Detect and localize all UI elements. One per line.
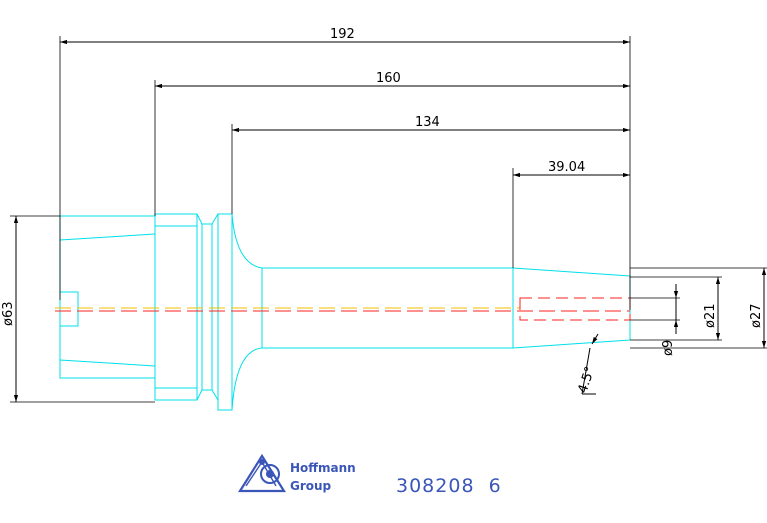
dimension-192-label: 192 — [330, 27, 355, 42]
dimension-dia-21-label: ø21 — [703, 304, 718, 329]
dimension-160: 160 — [154, 71, 630, 216]
part-number: 308208 6 — [396, 475, 502, 497]
dimension-dia-9: ø9 — [630, 284, 680, 356]
dimension-192: 192 — [59, 27, 631, 310]
dimension-dia-63: ø63 — [1, 215, 155, 403]
dimension-dia-27: ø27 — [630, 267, 767, 349]
logo-line1: Hoffmann — [290, 461, 356, 475]
hoffmann-group-logo: Hoffmann Group — [238, 453, 356, 493]
center-axis — [55, 297, 631, 321]
hoffmann-triangle-icon — [238, 453, 286, 493]
dimension-39-04: 39.04 — [512, 160, 630, 268]
dimension-134-label: 134 — [415, 115, 440, 130]
dimension-134: 134 — [231, 115, 630, 214]
dimension-160-label: 160 — [376, 71, 401, 86]
dimension-dia-27-label: ø27 — [749, 304, 764, 329]
dimension-39-04-label: 39.04 — [548, 160, 585, 175]
logo-line2: Group — [290, 479, 332, 493]
dimension-dia-21: ø21 — [630, 276, 722, 341]
part-outline — [59, 213, 631, 411]
dimension-taper-angle-label: 4.5° — [576, 365, 599, 395]
dimension-dia-63-label: ø63 — [1, 302, 16, 327]
